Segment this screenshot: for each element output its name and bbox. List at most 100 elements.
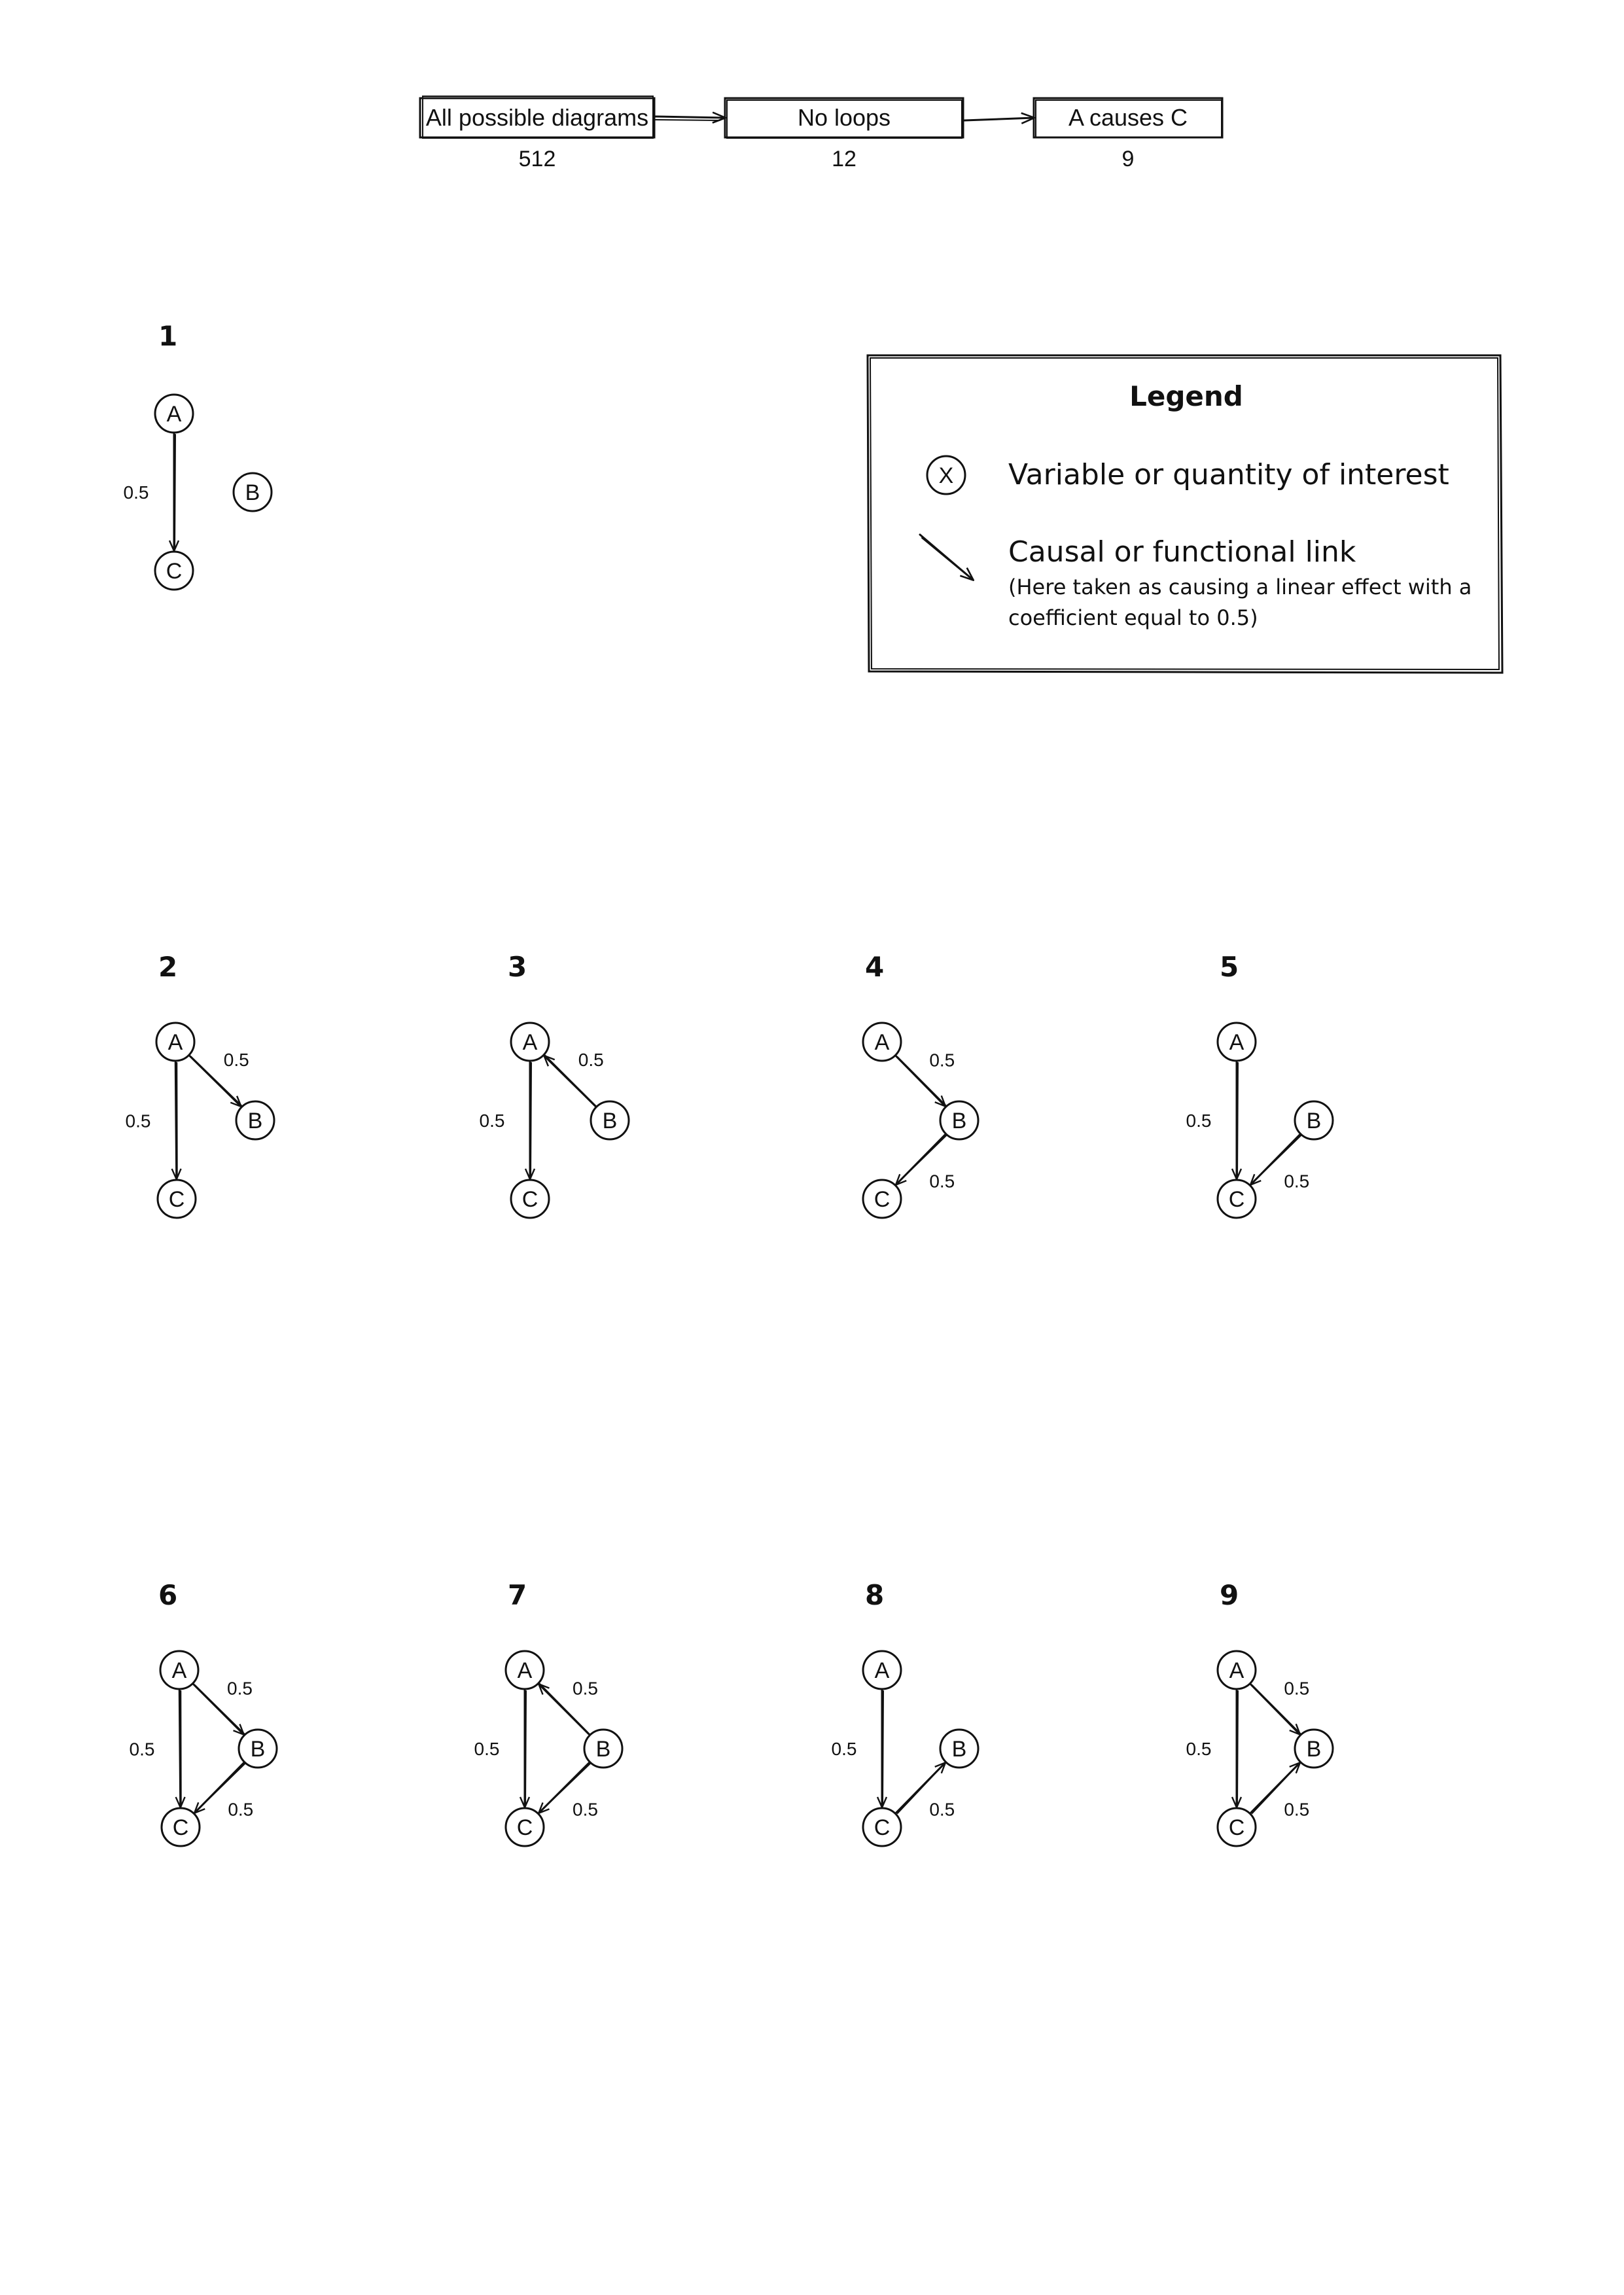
edge-coefficient: 0.5 — [1186, 1739, 1212, 1759]
node-circle-icon — [1294, 1100, 1334, 1141]
node-label: B — [248, 1109, 263, 1133]
node-label: B — [952, 1737, 967, 1762]
edge-sketch-stroke — [1250, 1135, 1302, 1184]
node-label: B — [596, 1737, 611, 1762]
edge-coefficient: 0.5 — [126, 1111, 151, 1131]
diagram-number: 3 — [508, 951, 527, 983]
edge-a-to-b: 0.5 — [188, 1050, 249, 1108]
node-label: B — [952, 1109, 967, 1133]
edge-arrow-icon — [175, 1689, 186, 1809]
diagram-number: 4 — [865, 951, 884, 983]
edge-a-to-b: 0.5 — [192, 1678, 253, 1735]
node-c: C — [510, 1179, 550, 1219]
flow-arrow-icon — [963, 112, 1036, 124]
edge-c-to-b: 0.5 — [895, 1762, 955, 1819]
node-circle-icon — [862, 1650, 902, 1690]
flow-step-label: A causes C — [1068, 104, 1188, 131]
legend-box: Legend X Variable or quantity of interes… — [866, 354, 1504, 674]
node-a: A — [862, 1650, 902, 1690]
diagram-1: 1A B C 0.5 — [124, 320, 273, 591]
node-b: B — [1294, 1728, 1334, 1769]
edge-b-to-c: 0.5 — [538, 1762, 598, 1820]
edge-a-to-c: 0.5 — [832, 1689, 888, 1809]
node-circle-icon — [1294, 1728, 1334, 1769]
flow-arrow-icon — [654, 111, 727, 124]
node-c: C — [504, 1807, 545, 1847]
node-label: B — [603, 1109, 618, 1133]
node-label: C — [173, 1815, 189, 1840]
edge-a-to-c: 0.5 — [1186, 1061, 1243, 1181]
node-label: A — [1229, 1658, 1244, 1683]
node-label: A — [523, 1030, 538, 1055]
node-c: C — [1216, 1807, 1257, 1847]
edge-a-to-c: 0.5 — [124, 433, 180, 552]
diagram-2: 2A B C 0.5 0.5 — [126, 951, 275, 1219]
node-circle-icon — [1216, 1022, 1257, 1062]
edge-coefficient: 0.5 — [929, 1050, 955, 1071]
edge-coefficient: 0.5 — [832, 1739, 857, 1759]
node-label: B — [1307, 1737, 1322, 1762]
node-c: C — [160, 1807, 201, 1847]
node-b: B — [939, 1728, 980, 1769]
node-label: A — [875, 1658, 890, 1683]
edge-a-to-b: 0.5 — [895, 1050, 955, 1107]
node-label: C — [874, 1187, 891, 1212]
node-label: B — [1307, 1109, 1322, 1133]
node-label: C — [517, 1815, 533, 1840]
edge-sketch-stroke — [896, 1135, 947, 1184]
edge-a-to-c: 0.5 — [480, 1061, 536, 1181]
node-a: A — [155, 1022, 196, 1062]
edge-coefficient: 0.5 — [1284, 1171, 1309, 1191]
edge-sketch-stroke — [1237, 1690, 1239, 1807]
legend-link-desc: Causal or functional link — [1008, 535, 1356, 569]
node-circle-icon — [1216, 1650, 1257, 1690]
edge-coefficient: 0.5 — [228, 1799, 253, 1819]
node-b: B — [590, 1100, 630, 1141]
edge-coefficient: 0.5 — [480, 1111, 505, 1131]
edge-b-to-c: 0.5 — [193, 1762, 253, 1819]
edge-coefficient: 0.5 — [1284, 1799, 1309, 1819]
node-label: A — [172, 1658, 187, 1683]
edge-coefficient: 0.5 — [227, 1678, 253, 1698]
node-label: C — [874, 1815, 891, 1840]
diagram-number: 2 — [158, 951, 177, 983]
node-circle-icon — [159, 1650, 200, 1690]
edge-a-to-b: 0.5 — [1250, 1679, 1309, 1735]
edge-sketch-stroke — [896, 1056, 947, 1106]
node-b: B — [1294, 1100, 1334, 1141]
node-label: A — [875, 1030, 890, 1055]
node-circle-icon — [154, 393, 194, 434]
node-label: B — [245, 480, 260, 505]
edge-coefficient: 0.5 — [474, 1739, 500, 1759]
legend-title: Legend — [1129, 380, 1243, 412]
edge-sketch-stroke — [194, 1763, 246, 1813]
node-a: A — [1216, 1022, 1257, 1062]
node-circle-icon — [862, 1022, 902, 1062]
edge-coefficient: 0.5 — [573, 1800, 598, 1820]
node-label: B — [251, 1737, 266, 1762]
node-c: C — [154, 550, 194, 591]
node-circle-icon — [939, 1100, 980, 1141]
edge-b-to-a: 0.5 — [538, 1678, 598, 1736]
edge-coefficient: 0.5 — [573, 1678, 598, 1698]
flow-step-count: 12 — [832, 147, 856, 171]
node-label: C — [1229, 1815, 1245, 1840]
node-a: A — [862, 1022, 902, 1062]
node-label: C — [1229, 1187, 1245, 1212]
node-label: C — [169, 1187, 185, 1212]
edge-coefficient: 0.5 — [124, 482, 149, 503]
diagram-number: 7 — [508, 1579, 527, 1611]
diagram-number: 1 — [158, 320, 177, 352]
edge-a-to-c: 0.5 — [130, 1689, 186, 1809]
node-b: B — [235, 1100, 275, 1141]
node-label: C — [522, 1187, 538, 1212]
node-circle-icon — [504, 1650, 545, 1690]
node-circle-icon — [238, 1728, 278, 1769]
flow-step-count: 9 — [1122, 147, 1135, 171]
node-label: A — [167, 402, 182, 427]
